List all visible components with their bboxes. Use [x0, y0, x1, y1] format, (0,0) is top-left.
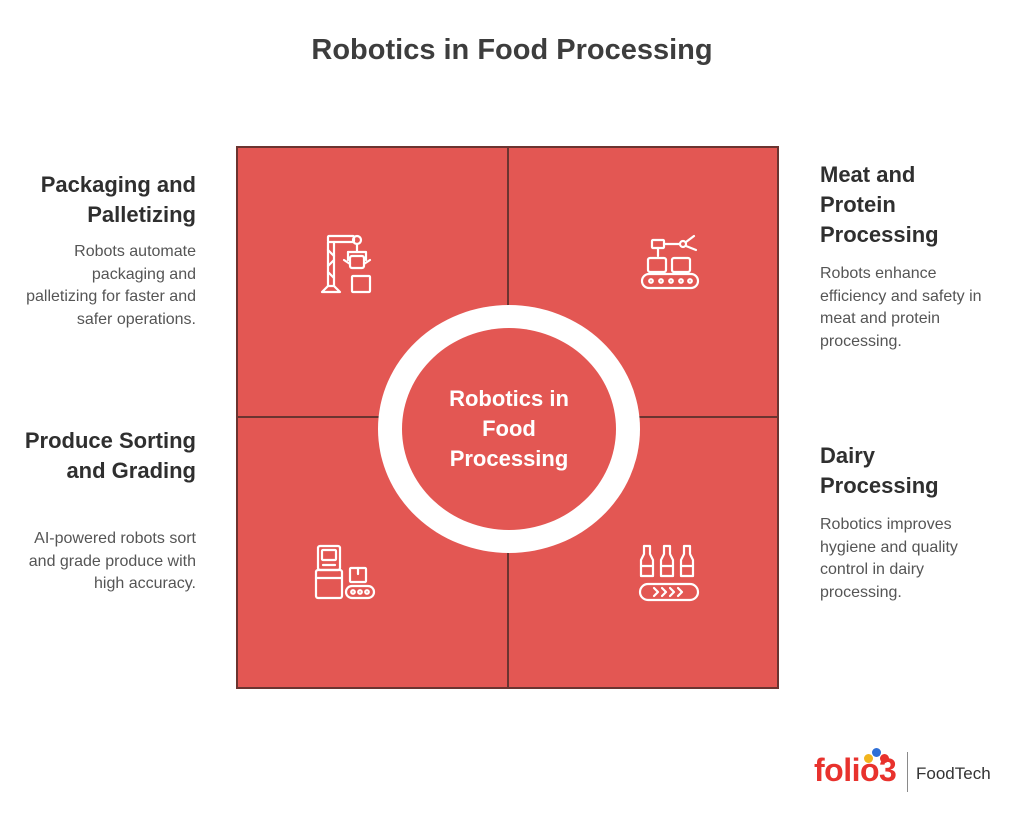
center-label: Robotics in Food Processing: [449, 386, 569, 471]
logo-divider: [907, 752, 908, 792]
section-title-dairy: Dairy Processing: [820, 443, 939, 498]
robot-arm-packaging-icon: [314, 230, 378, 296]
logo-product: FoodTech: [916, 764, 991, 783]
section-title-produce: Produce Sorting and Grading: [24, 428, 196, 483]
bottles-conveyor-icon: [636, 540, 702, 606]
section-desc-dairy: Robotics improves hygiene and quality co…: [820, 516, 958, 601]
section-title-packaging: Packaging and Palletizing: [40, 172, 196, 227]
section-desc-packaging: Robots automate packaging and palletizin…: [26, 243, 196, 328]
folio3-foodtech-logo: folio3 FoodTech: [812, 748, 1012, 798]
section-desc-meat: Robots enhance efficiency and safety in …: [820, 265, 982, 350]
center-circle: Robotics in Food Processing: [402, 328, 616, 530]
conveyor-robot-arm-icon: [638, 232, 702, 294]
sorting-machine-icon: [312, 540, 378, 604]
section-desc-produce: AI-powered robots sort and grade produce…: [28, 530, 196, 592]
page-title: Robotics in Food Processing: [311, 34, 713, 66]
logo-brand: folio3: [814, 752, 897, 788]
section-title-meat: Meat and Protein Processing: [820, 162, 939, 247]
